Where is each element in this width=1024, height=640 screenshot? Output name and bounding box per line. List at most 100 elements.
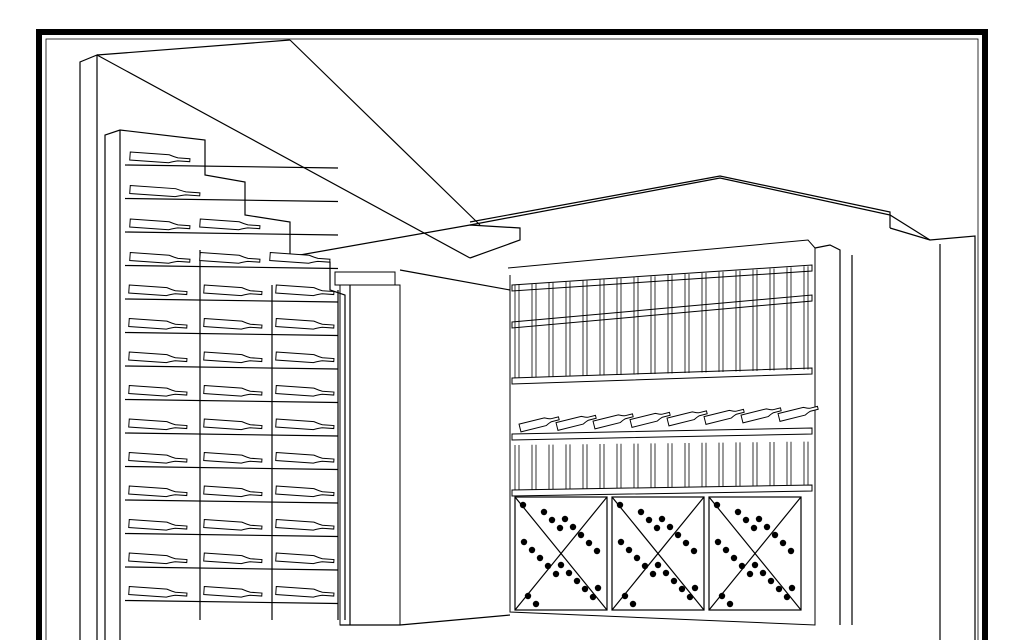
bottle-end: [625, 546, 633, 554]
wine-bottle: [777, 405, 819, 422]
bottle-end: [771, 531, 779, 539]
rack-shelf: [511, 367, 813, 385]
bottle-outline: [128, 451, 188, 464]
bottle-outline: [275, 351, 335, 364]
bottle-outline: [275, 384, 335, 397]
bottle-end: [519, 501, 527, 509]
bottle-outline: [629, 411, 671, 428]
bottle-end: [548, 516, 556, 524]
left-wine-rack: [104, 129, 346, 640]
bottle-outline: [275, 552, 335, 565]
bottle-end: [759, 569, 767, 577]
bottle-end: [621, 592, 629, 600]
bottle-outline: [275, 451, 335, 464]
bottle-outline: [128, 351, 188, 364]
bottle-end: [520, 538, 528, 546]
bottle-end: [556, 524, 564, 532]
wine-bottle: [203, 384, 263, 397]
bottle-end: [629, 600, 637, 608]
wine-bottle: [128, 451, 188, 464]
wine-bottle: [129, 251, 191, 264]
bottle-outline: [203, 384, 263, 397]
bottle-end: [532, 600, 540, 608]
rack-shelf: [511, 484, 813, 497]
rack-shelf: [124, 298, 339, 303]
wine-bottle: [203, 518, 263, 531]
bottle-outline: [555, 414, 597, 431]
wine-bottle: [518, 416, 560, 433]
bottle-outline: [128, 317, 188, 330]
rack-shelf: [124, 398, 339, 404]
wine-bottle: [203, 585, 263, 598]
bottle-end: [540, 508, 548, 516]
bottle-end: [767, 577, 775, 585]
bottle-end: [658, 515, 666, 523]
bottle-end: [686, 593, 694, 601]
bottle-outline: [128, 585, 188, 598]
wine-bottle: [275, 485, 335, 498]
wine-bottle: [129, 218, 191, 231]
bottle-outline: [740, 407, 782, 424]
bottle-outline: [128, 552, 188, 565]
wine-bottle: [128, 384, 188, 397]
wine-bottle: [275, 585, 335, 598]
bottle-end: [637, 508, 645, 516]
bottle-end: [755, 515, 763, 523]
bottle-outline: [203, 585, 263, 598]
wine-bottle: [703, 408, 745, 425]
bottle-end: [653, 524, 661, 532]
wine-bottle: [740, 407, 782, 424]
wine-bottle: [666, 410, 708, 427]
bottle-outline: [128, 284, 188, 297]
bottle-end: [682, 539, 690, 547]
wine-bottle: [275, 384, 335, 397]
bottle-end: [585, 539, 593, 547]
bottle-outline: [203, 518, 263, 531]
bottle-end: [779, 539, 787, 547]
room-structure: [79, 39, 976, 640]
wine-bottle: [129, 151, 191, 164]
bottle-end: [738, 562, 746, 570]
wine-bottle: [128, 418, 188, 431]
bottle-end: [691, 584, 699, 592]
bottle-outline: [275, 317, 335, 330]
wine-bottle: [199, 218, 261, 231]
bottle-end: [528, 546, 536, 554]
wine-bottle: [128, 518, 188, 531]
bottle-outline: [777, 405, 819, 422]
rack-shelf: [511, 427, 813, 441]
bottle-outline: [518, 416, 560, 433]
rack-shelf: [124, 465, 339, 471]
bottle-outline: [128, 518, 188, 531]
support-pillar: [334, 271, 511, 626]
bottle-end: [589, 593, 597, 601]
bottle-outline: [203, 485, 263, 498]
bottle-outline: [666, 410, 708, 427]
rack-shelf: [124, 365, 339, 370]
bottle-end: [633, 554, 641, 562]
bottle-end: [662, 569, 670, 577]
wine-bottle: [275, 518, 335, 531]
bottle-outline: [203, 552, 263, 565]
bottle-end: [577, 531, 585, 539]
bottle-outline: [203, 451, 263, 464]
wine-bottle: [128, 485, 188, 498]
bottle-outline: [275, 518, 335, 531]
rack-shelf: [124, 197, 339, 203]
wine-bottle: [203, 485, 263, 498]
bottle-outline: [703, 408, 745, 425]
wine-bottle: [555, 414, 597, 431]
bottle-end: [742, 516, 750, 524]
wine-bottle: [275, 317, 335, 330]
wine-bottle: [203, 317, 263, 330]
wine-bottle: [203, 351, 263, 364]
bottle-end: [524, 592, 532, 600]
bottle-outline: [128, 418, 188, 431]
bin-diagonal: [611, 496, 705, 611]
bottle-end: [734, 508, 742, 516]
bottle-end: [775, 585, 783, 593]
bottle-end: [581, 585, 589, 593]
bottle-outline: [203, 351, 263, 364]
diamond-bin: [611, 496, 705, 611]
rack-side: [814, 244, 841, 625]
